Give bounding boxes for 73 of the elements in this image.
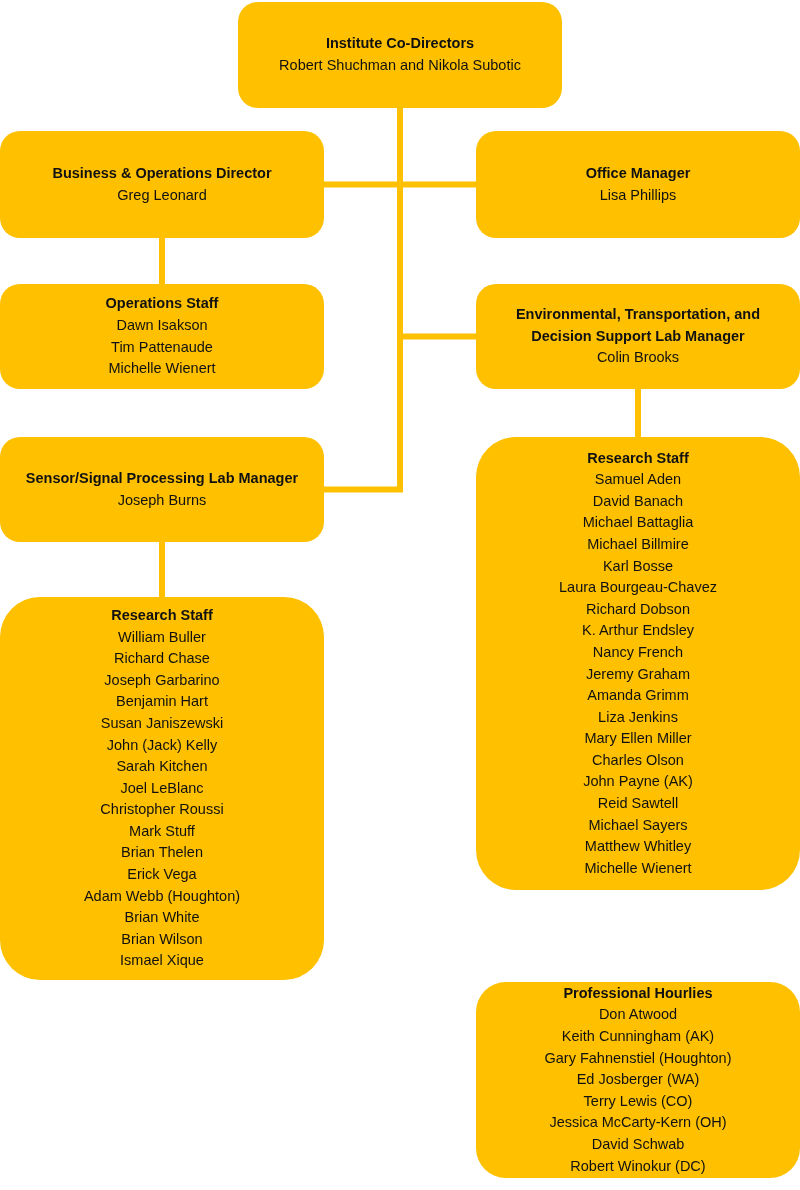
box-heading: Operations Staff (105, 294, 219, 314)
org-box (0, 131, 324, 238)
org-box (476, 437, 800, 890)
person-name: Reid Sawtell (597, 794, 679, 814)
person-name: Greg Leonard (117, 185, 207, 205)
person-name: Mary Ellen Miller (584, 729, 692, 749)
person-name: William Buller (118, 627, 206, 647)
person-name: Richard Chase (114, 649, 210, 669)
box-heading: Professional Hourlies (563, 983, 713, 1003)
person-name: Michael Battaglia (582, 513, 694, 533)
person-name: Samuel Aden (594, 470, 682, 490)
person-name: Brian White (124, 908, 200, 928)
person-name: Mark Stuff (129, 821, 195, 841)
connector-line (159, 542, 165, 597)
person-name: David Banach (592, 491, 684, 511)
person-name: Joseph Burns (117, 490, 207, 510)
person-name: Michael Billmire (587, 534, 689, 554)
person-name: Terry Lewis (CO) (583, 1091, 693, 1111)
person-name: Joseph Garbarino (104, 670, 220, 690)
person-name: Adam Webb (Houghton) (83, 886, 241, 906)
box-heading: Sensor/Signal Processing Lab Manager (25, 468, 299, 488)
person-name: John (Jack) Kelly (106, 735, 218, 755)
org-box (476, 131, 800, 238)
person-name: Christopher Roussi (100, 800, 224, 820)
person-name: Ismael Xique (120, 951, 204, 971)
person-name: Colin Brooks (596, 348, 680, 368)
box-heading: Environmental, Transportation, and Decision Support Lab Manager (514, 305, 762, 346)
org-box (0, 284, 324, 389)
person-name: Brian Thelen (121, 843, 203, 863)
box-heading: Research Staff (111, 605, 213, 625)
person-name: Tim Pattenaude (111, 337, 213, 357)
person-name: Brian Wilson (121, 929, 203, 949)
box-heading: Research Staff (587, 448, 689, 468)
box-heading: Business & Operations Director (52, 163, 272, 183)
person-name: Joel LeBlanc (120, 778, 204, 798)
person-name: Ed Josberger (WA) (576, 1070, 700, 1090)
connector-line (159, 238, 165, 284)
connector-line (635, 389, 641, 437)
person-name: Keith Cunningham (AK) (561, 1027, 715, 1046)
box-heading: Institute Co-Directors (325, 34, 475, 54)
person-name: Nancy French (592, 642, 684, 662)
person-name: Gary Fahnenstiel (Houghton) (544, 1048, 732, 1068)
org-box (238, 2, 562, 108)
person-name: Liza Jenkins (598, 707, 678, 727)
connector-line (324, 108, 403, 493)
person-name: Don Atwood (598, 1005, 678, 1025)
person-name: Matthew Whitley (584, 837, 692, 857)
org-box (0, 597, 324, 980)
person-name: Michelle Wienert (584, 858, 692, 878)
person-name: Jeremy Graham (586, 664, 690, 684)
org-box (476, 284, 800, 389)
person-name: Richard Dobson (586, 599, 690, 619)
person-name: John Payne (AK) (583, 772, 693, 792)
person-name: Jessica McCarty-Kern (OH) (549, 1113, 727, 1133)
person-name: Dawn Isakson (116, 315, 208, 335)
box-heading: Office Manager (585, 163, 691, 183)
person-name: Amanda Grimm (587, 686, 689, 706)
person-name: Robert Winokur (DC) (570, 1156, 706, 1176)
person-name: Karl Bosse (602, 556, 674, 576)
person-name: Charles Olson (592, 750, 684, 770)
person-name: Michael Sayers (588, 815, 688, 835)
person-name: Benjamin Hart (116, 692, 208, 712)
org-box (0, 437, 324, 542)
person-name: Erick Vega (127, 865, 197, 885)
person-name: K. Arthur Endsley (582, 621, 694, 641)
person-name: Michelle Wienert (108, 359, 216, 379)
person-name: Laura Bourgeau-Chavez (559, 578, 717, 598)
person-name: Susan Janiszewski (100, 713, 224, 733)
org-box (476, 982, 800, 1178)
person-name: Robert Shuchman and Nikola Subotic (279, 56, 521, 75)
person-name: Lisa Phillips (599, 185, 677, 205)
person-name: Sarah Kitchen (116, 757, 208, 777)
person-name: David Schwab (591, 1135, 685, 1154)
